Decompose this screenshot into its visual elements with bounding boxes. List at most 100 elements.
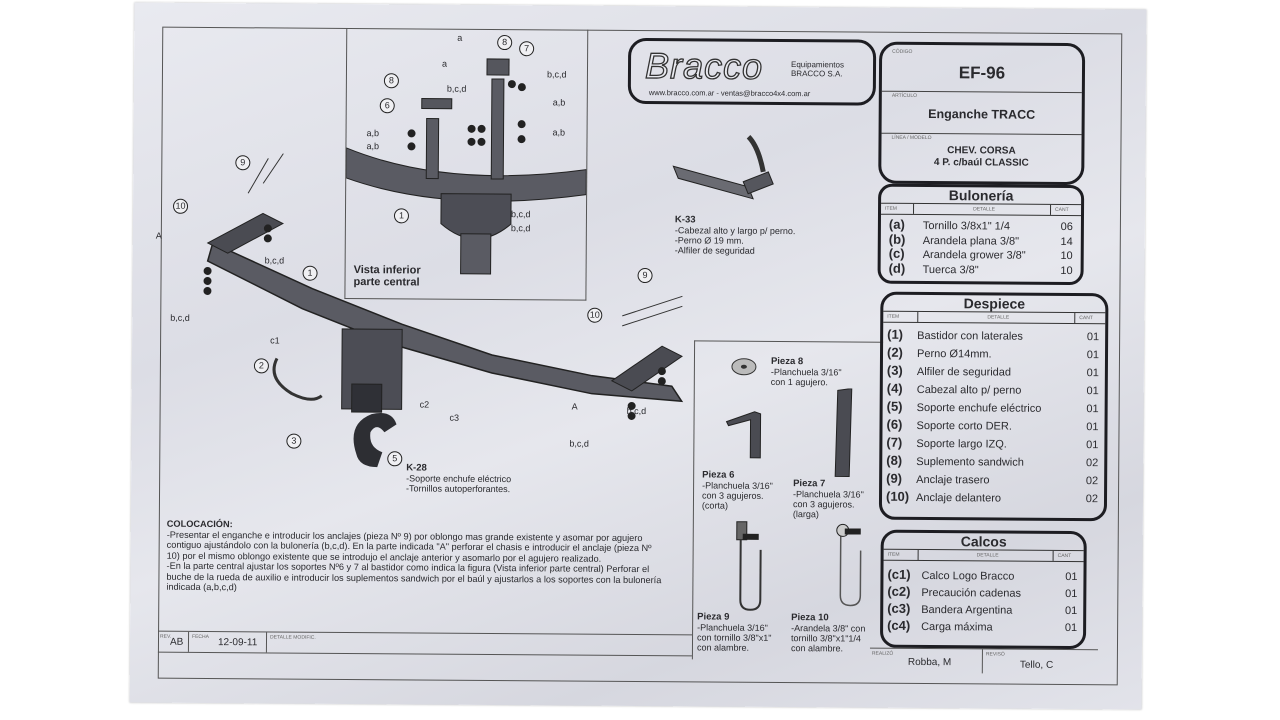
k33-caption: K-33 -Cabezal alto y largo p/ perno.-Per… bbox=[674, 214, 796, 256]
label-a-2: a bbox=[442, 58, 448, 69]
calcos-item: (c4) bbox=[887, 617, 911, 633]
piezas-panel: Pieza 8-Planchuela 3/16"con 1 agujero. P… bbox=[691, 340, 884, 661]
despiece-item: (6) bbox=[886, 416, 903, 432]
despiece-detalle: Soporte enchufe eléctrico bbox=[916, 401, 1042, 415]
label-ab-4: a,b bbox=[552, 127, 566, 138]
pieza-7-drawing bbox=[834, 388, 853, 477]
label-bcd-v4: b,c,d bbox=[510, 223, 531, 234]
despiece-cant: 01 bbox=[1086, 439, 1099, 452]
callout-7: 7 bbox=[519, 41, 535, 57]
callout-9: 9 bbox=[235, 155, 251, 171]
despiece-cant: 02 bbox=[1085, 475, 1099, 488]
despiece-detalle: Perno Ø14mm. bbox=[916, 347, 992, 361]
despiece-item: (3) bbox=[886, 362, 903, 378]
product-code: EF-96 bbox=[958, 63, 1006, 83]
callout-10: 10 bbox=[172, 198, 189, 214]
realizo-value: Robba, M bbox=[907, 656, 952, 669]
calcos-cant: 01 bbox=[1065, 570, 1078, 584]
calcos-item: (c2) bbox=[887, 583, 911, 599]
buloneria-detalle: Tornillo 3/8x1" 1/4 bbox=[922, 219, 1011, 233]
label-bcd-3: b,c,d bbox=[626, 405, 647, 417]
k33-drawing bbox=[672, 135, 774, 200]
despiece-row: (3) Alfiler de seguridad 01 bbox=[887, 363, 1099, 382]
despiece-detalle: Alfiler de seguridad bbox=[916, 365, 1012, 379]
calcos-cant: 01 bbox=[1064, 621, 1078, 635]
despiece-cant: 01 bbox=[1086, 367, 1099, 380]
reviso-value: Tello, C bbox=[1019, 659, 1054, 671]
despiece-cant: 01 bbox=[1086, 331, 1100, 344]
callout-10-right: 10 bbox=[587, 307, 603, 323]
callout-1: 1 bbox=[302, 265, 318, 281]
instructions-title: COLOCACIÓN: bbox=[166, 518, 233, 530]
despiece-item: (1) bbox=[887, 326, 904, 342]
pieza-9-caption: Pieza 9-Planchuela 3/16"con tornillo 3/8… bbox=[696, 611, 772, 653]
label-A-left: A bbox=[155, 230, 162, 241]
calcos-detalle: Bandera Argentina bbox=[921, 603, 1013, 617]
label-bcd-1: b,c,d bbox=[264, 255, 285, 266]
calcos-item: (c1) bbox=[887, 566, 911, 582]
label-A-right: A bbox=[571, 401, 578, 412]
buloneria-detalle: Tuerca 3/8" bbox=[922, 263, 979, 276]
calcos-detalle: Precaución cadenas bbox=[921, 586, 1022, 600]
label-c2: c2 bbox=[419, 399, 430, 410]
hitch-assembly-drawing bbox=[203, 153, 684, 468]
despiece-detalle: Anclaje delantero bbox=[915, 491, 1002, 505]
despiece-row: (6)Soporte corto DER.01 bbox=[886, 417, 1098, 436]
buloneria-detalle: Arandela plana 3/8" bbox=[922, 234, 1020, 248]
despiece-item: (5) bbox=[886, 398, 903, 414]
pieza-6-drawing bbox=[725, 411, 762, 459]
pieza-10-drawing bbox=[836, 523, 862, 607]
buloneria-cant: 06 bbox=[1060, 220, 1073, 234]
label-bcd-v3: b,c,d bbox=[510, 209, 531, 220]
despiece-cant: 02 bbox=[1085, 457, 1099, 470]
callout-1-vista: 1 bbox=[393, 208, 410, 224]
pieza-8-caption: Pieza 8-Planchuela 3/16"con 1 agujero. bbox=[770, 355, 842, 388]
vista-inferior-panel: 8 6 8 7 1 a a a,b a,b a,b a,b b,c,d b,c,… bbox=[344, 27, 589, 301]
k28-caption: K-28 -Soporte enchufe eléctrico -Tornill… bbox=[406, 462, 512, 495]
despiece-cant: 01 bbox=[1086, 421, 1099, 434]
instruction-sheet: 10 9 1 2 3 5 9 10 A A b,c,d b,c,d b,c,d … bbox=[129, 2, 1147, 710]
despiece-cant: 01 bbox=[1086, 403, 1099, 416]
pieza-6-caption: Pieza 6-Planchuela 3/16"con 3 agujeros.(… bbox=[701, 469, 773, 511]
despiece-detalle: Anclaje trasero bbox=[916, 473, 990, 487]
calcos-cant: 01 bbox=[1065, 587, 1078, 601]
despiece-row: (2)Perno Ø14mm.01 bbox=[887, 345, 1099, 364]
callout-2: 2 bbox=[253, 358, 269, 374]
calcos-row: (c1) Calco Logo Bracco 01 bbox=[887, 567, 1077, 585]
despiece-item: (9) bbox=[886, 470, 903, 486]
product-header-box: Código EF-96 Artículo Enganche TRACC Lín… bbox=[878, 41, 1086, 186]
despiece-table: Despiece ItemDetalleCant (1)Bastidor con… bbox=[878, 291, 1109, 522]
calcos-detalle: Calco Logo Bracco bbox=[921, 569, 1015, 583]
buloneria-cant: 10 bbox=[1060, 249, 1073, 263]
pieza-9-drawing bbox=[736, 521, 762, 611]
buloneria-row: (b)Arandela plana 3/8"14 bbox=[889, 231, 1073, 247]
calcos-row: (c2) Precaución cadenas 01 bbox=[887, 584, 1077, 602]
buloneria-item: (c) bbox=[888, 245, 905, 261]
buloneria-row: (c)Arandela grower 3/8"10 bbox=[889, 246, 1073, 262]
buloneria-table: Bulonería ItemDetalleCant (a)Tornillo 3/… bbox=[877, 183, 1085, 286]
buloneria-row: (d)Tuerca 3/8"10 bbox=[889, 260, 1073, 276]
despiece-row: (5) Soporte enchufe eléctrico 01 bbox=[887, 399, 1099, 418]
callout-3: 3 bbox=[286, 433, 302, 449]
label-bcd-v2: b,c,d bbox=[446, 83, 467, 94]
label-ab-1: a,b bbox=[366, 128, 380, 139]
callout-8a: 8 bbox=[383, 73, 399, 89]
revision-footer: Rev. AB Fecha 12-09-11 Detalle modific. bbox=[157, 630, 693, 657]
callout-6: 6 bbox=[379, 98, 395, 114]
vista-inferior-drawing bbox=[345, 58, 587, 275]
revision-value: AB bbox=[169, 636, 184, 648]
callout-5: 5 bbox=[387, 451, 403, 467]
buloneria-item: (d) bbox=[888, 260, 906, 276]
label-bcd-4: b,c,d bbox=[569, 438, 589, 449]
callout-8b: 8 bbox=[497, 35, 513, 51]
calcos-cant: 01 bbox=[1064, 604, 1078, 618]
despiece-item: (8) bbox=[886, 452, 903, 468]
